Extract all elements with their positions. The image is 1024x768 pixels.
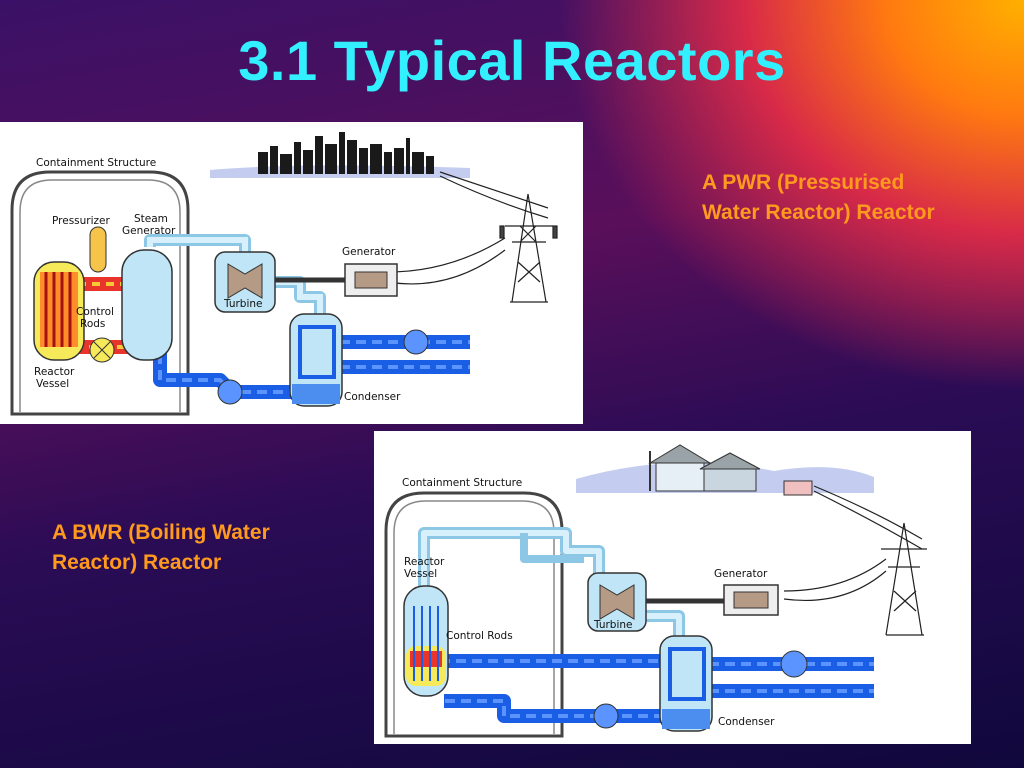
pressurizer	[89, 226, 107, 273]
bwr-diagram-panel: Containment Structure Reactor Vessel Con…	[374, 431, 971, 744]
label-generator: Generator	[342, 246, 396, 258]
label-reactor-vessel-2: Vessel	[36, 378, 69, 390]
transmission-tower	[783, 485, 927, 636]
label-reactor-vessel-1: Reactor	[404, 556, 445, 568]
label-reactor-vessel-1: Reactor	[34, 366, 75, 378]
label-pressurizer: Pressurizer	[52, 215, 110, 227]
turbine	[214, 251, 276, 313]
transmission-tower	[387, 171, 558, 303]
pwr-caption-line1: A PWR (Pressurised	[702, 171, 905, 194]
bwr-caption-line2: Reactor) Reactor	[52, 551, 222, 574]
condenser	[289, 313, 343, 407]
label-turbine: Turbine	[223, 298, 263, 310]
pwr-diagram: Containment Structure Pressurizer Steam …	[10, 132, 558, 416]
feedwater-pipe	[440, 654, 874, 723]
containment-structure	[384, 491, 564, 738]
label-reactor-vessel-2: Vessel	[404, 568, 437, 580]
label-steam-generator-2: Generator	[122, 225, 176, 237]
houses-landscape	[576, 444, 874, 496]
label-control-rods-2: Rods	[80, 318, 105, 330]
turbine	[587, 572, 647, 632]
reactor-vessel	[33, 261, 85, 361]
label-condenser: Condenser	[718, 716, 775, 728]
feedwater-pump	[593, 703, 619, 729]
cooling-pump	[780, 650, 808, 678]
label-containment: Containment Structure	[402, 477, 522, 489]
label-condenser: Condenser	[344, 391, 401, 403]
city-skyline	[210, 132, 470, 178]
steam-generator	[121, 249, 173, 361]
cooling-pump	[403, 329, 429, 355]
label-control-rods-1: Control	[76, 306, 114, 318]
label-steam-generator-1: Steam	[134, 213, 168, 225]
pwr-caption-line2: Water Reactor) Reactor	[702, 201, 935, 224]
label-generator: Generator	[714, 568, 768, 580]
bwr-caption: A BWR (Boiling Water Reactor) Reactor	[52, 518, 352, 578]
condenser	[659, 635, 713, 732]
bwr-diagram: Containment Structure Reactor Vessel Con…	[384, 444, 927, 738]
label-control-rods: Control Rods	[446, 630, 513, 642]
slide-title: 3.1 Typical Reactors	[238, 29, 786, 92]
containment-structure	[10, 170, 190, 416]
reactor-vessel	[403, 585, 449, 697]
pwr-diagram-panel: Containment Structure Pressurizer Steam …	[0, 122, 583, 424]
generator	[723, 584, 779, 616]
bwr-caption-line1: A BWR (Boiling Water	[52, 521, 270, 544]
pwr-caption: A PWR (Pressurised Water Reactor) Reacto…	[702, 168, 1002, 228]
generator	[344, 263, 398, 297]
label-containment: Containment Structure	[36, 157, 156, 169]
label-turbine: Turbine	[593, 619, 633, 631]
condensate-pump	[217, 379, 243, 405]
